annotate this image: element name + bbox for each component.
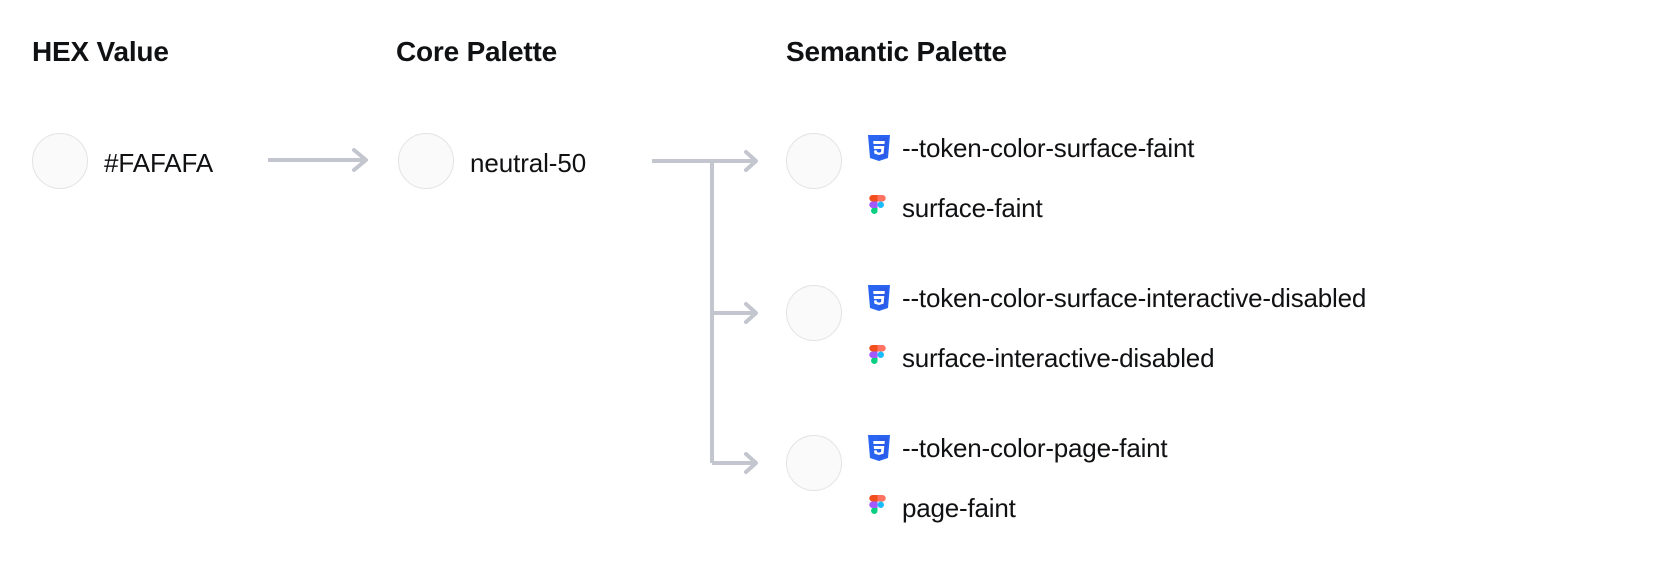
css-variable-name: --token-color-surface-interactive-disabl… (902, 283, 1367, 313)
token-row: --token-color-surface-faint surface-fain… (866, 118, 1194, 238)
css-variable-name: --token-color-page-faint (902, 433, 1168, 463)
css3-icon (868, 285, 890, 311)
figma-icon (869, 345, 886, 364)
color-swatch-core (398, 133, 454, 189)
css-variable-line: --token-color-page-faint (866, 418, 1168, 478)
color-swatch-semantic-0 (786, 133, 842, 189)
css-variable-line: --token-color-surface-interactive-disabl… (866, 268, 1366, 328)
column-heading-semantic-palette: Semantic Palette (786, 36, 1007, 67)
arrow-right-icon (268, 148, 368, 172)
token-row: --token-color-surface-interactive-disabl… (866, 268, 1366, 388)
figma-icon (869, 195, 886, 214)
column-heading-hex-value: HEX Value (32, 36, 169, 67)
figma-token-name: surface-interactive-disabled (902, 343, 1215, 373)
css3-icon (868, 435, 890, 461)
figma-token-line: page-faint (866, 478, 1167, 538)
figma-token-name: page-faint (902, 493, 1016, 523)
figma-token-line: surface-faint (866, 178, 1194, 238)
color-swatch-hex (32, 133, 88, 189)
token-row: --token-color-page-faint page-faint (866, 418, 1168, 538)
core-palette-label: neutral-50 (470, 148, 587, 178)
hex-value-label: #FAFAFA (104, 148, 214, 178)
figma-icon (869, 495, 886, 514)
css-variable-name: --token-color-surface-faint (902, 133, 1195, 163)
color-swatch-semantic-1 (786, 285, 842, 341)
color-swatch-semantic-2 (786, 435, 842, 491)
branching-arrow-icon (652, 150, 758, 474)
css3-icon (868, 135, 890, 161)
figma-token-name: surface-faint (902, 193, 1043, 223)
figma-token-line: surface-interactive-disabled (866, 328, 1366, 388)
column-heading-core-palette: Core Palette (396, 36, 557, 67)
css-variable-line: --token-color-surface-faint (866, 118, 1194, 178)
